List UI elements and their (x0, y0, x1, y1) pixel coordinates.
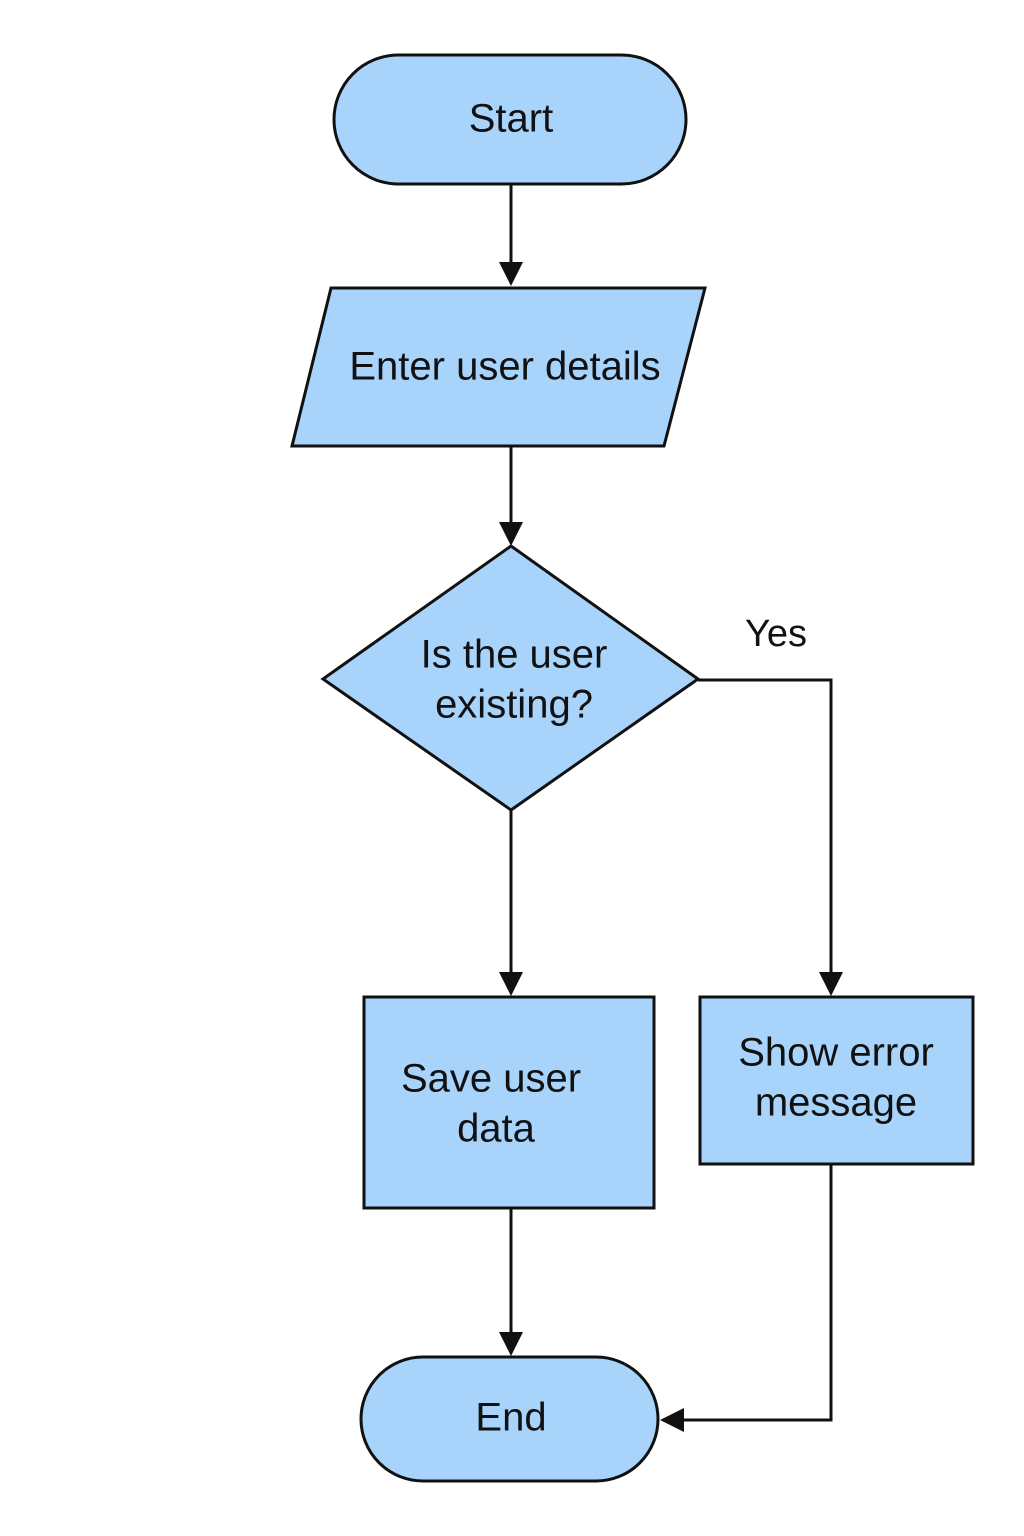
node-show-error-message: Show error message (698, 995, 975, 1166)
save-process-shape (362, 995, 656, 1210)
input-parallelogram-shape (290, 286, 707, 448)
error-process-shape (698, 995, 975, 1166)
save-label-line-1: Save user (401, 1057, 581, 1101)
start-label: Start (469, 97, 553, 141)
arrowhead-save-to-end (499, 1332, 523, 1356)
error-label-line-1: Show error (738, 1031, 934, 1075)
arrowhead-decision-to-save (499, 972, 523, 996)
edge-label-yes: Yes (745, 613, 807, 655)
error-label-line-2: message (755, 1081, 917, 1125)
arrowhead-error-to-end (660, 1408, 684, 1432)
arrowhead-input-to-decision (499, 522, 523, 546)
end-label: End (475, 1396, 546, 1440)
connector-decision-to-error (698, 678, 833, 972)
node-enter-user-details: Enter user details (290, 286, 707, 448)
decision-diamond-shape (320, 544, 701, 812)
node-save-user-data: Save user data (362, 995, 656, 1210)
node-start: Start (332, 53, 688, 186)
arrowhead-decision-to-error (819, 972, 843, 996)
decision-label-line-2: existing? (435, 683, 593, 727)
node-decision: Is the user existing? (320, 544, 701, 812)
enter-user-details-label: Enter user details (349, 345, 660, 389)
arrowhead-start-to-input (499, 262, 523, 286)
save-label-line-2: data (457, 1107, 536, 1151)
connectors (499, 184, 843, 1432)
end-terminator-shape (359, 1355, 660, 1483)
start-terminator-shape (332, 53, 688, 186)
node-end: End (359, 1355, 660, 1483)
connector-error-to-end (684, 1164, 833, 1422)
decision-label-line-1: Is the user (421, 633, 608, 677)
